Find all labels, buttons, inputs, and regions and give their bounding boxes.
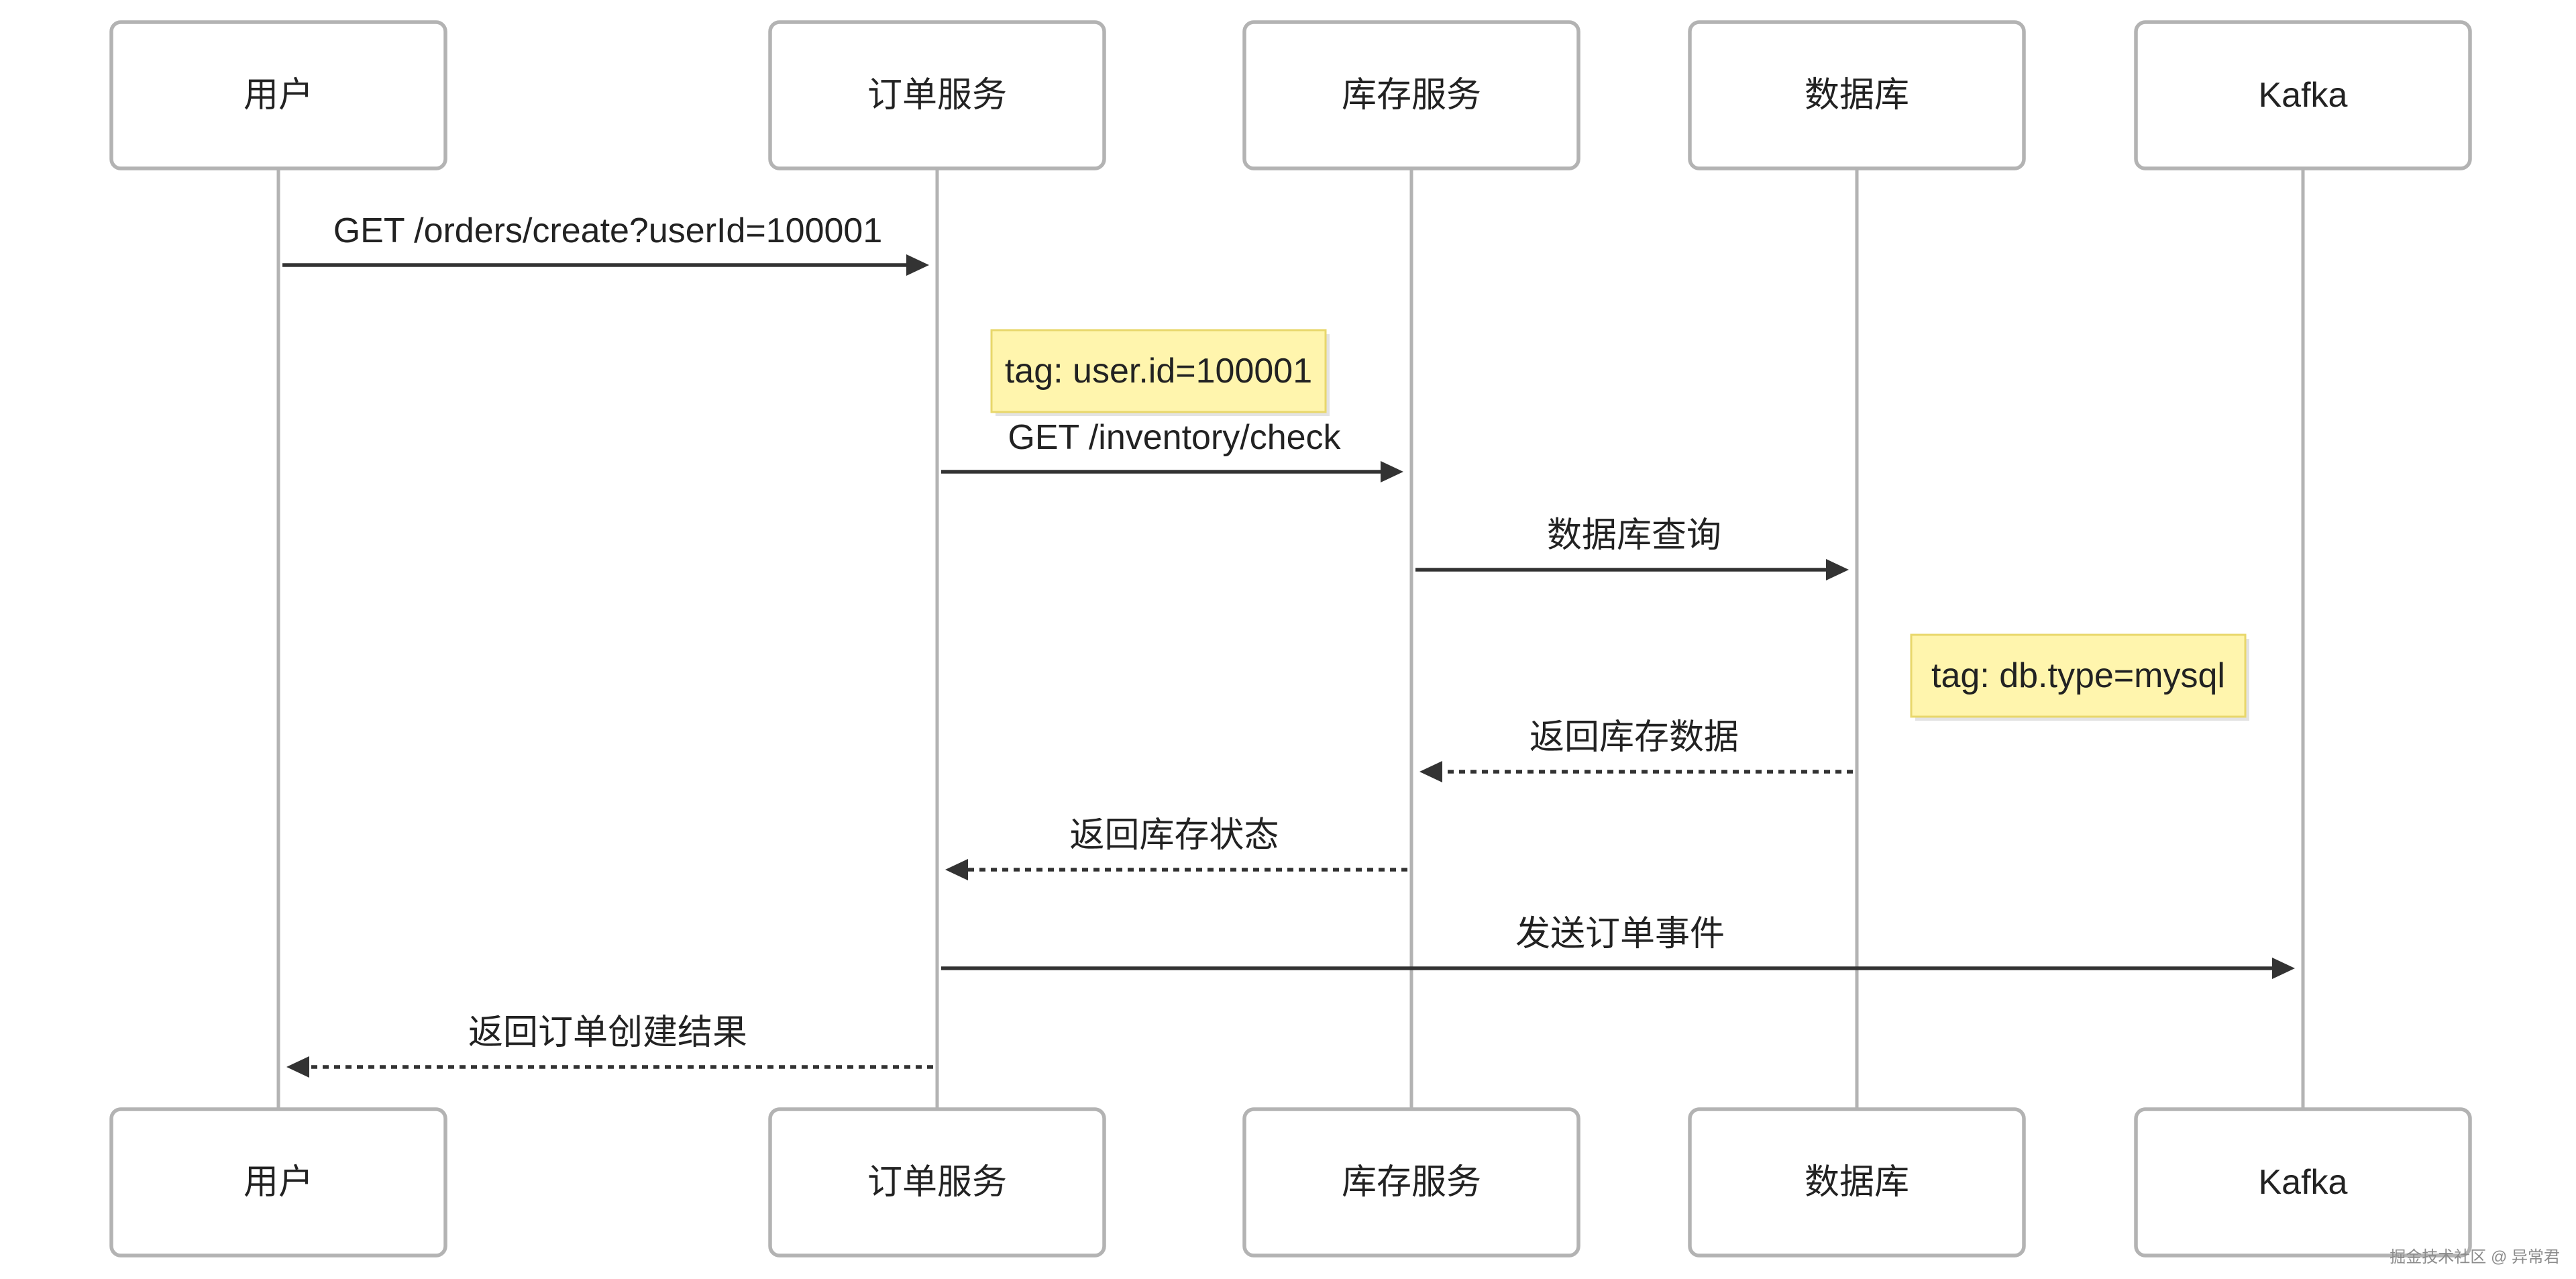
participant-box bbox=[1242, 20, 1580, 170]
message-3: 数据库查询 bbox=[1415, 516, 1849, 580]
participant-order-bottom: 订单服务 bbox=[768, 1107, 1106, 1258]
participant-label: Kafka bbox=[2259, 1163, 2348, 1202]
participant-label: 数据库 bbox=[1805, 1163, 1909, 1202]
message-label: GET /inventory/check bbox=[1008, 418, 1341, 457]
participant-db-top: 数据库 bbox=[1688, 20, 2026, 170]
watermark: 掘金技术社区 @ 异常君 bbox=[2390, 1248, 2560, 1266]
participant-box bbox=[2134, 20, 2472, 170]
participant-box bbox=[768, 20, 1106, 170]
participant-order-top: 订单服务 bbox=[768, 20, 1106, 170]
participant-kafka-bottom: Kafka bbox=[2134, 1107, 2472, 1258]
message-1: GET /orders/create?userId=100001 bbox=[282, 211, 929, 276]
message-7: 返回订单创建结果 bbox=[286, 1013, 933, 1078]
participant-box bbox=[2134, 1107, 2472, 1258]
participant-user-top: 用户 bbox=[109, 20, 447, 170]
participant-label: 数据库 bbox=[1805, 76, 1909, 115]
message-5: 返回库存状态 bbox=[945, 816, 1407, 880]
participant-box bbox=[109, 20, 447, 170]
participant-label: 订单服务 bbox=[867, 1163, 1007, 1202]
participant-inventory-bottom: 库存服务 bbox=[1242, 1107, 1580, 1258]
message-label: 返回订单创建结果 bbox=[468, 1013, 747, 1052]
participant-box bbox=[768, 1107, 1106, 1258]
participant-box bbox=[1688, 1107, 2026, 1258]
arrowhead-icon bbox=[286, 1056, 309, 1078]
arrowhead-icon bbox=[1419, 761, 1442, 782]
participant-label: 库存服务 bbox=[1342, 76, 1481, 115]
participant-inventory-top: 库存服务 bbox=[1242, 20, 1580, 170]
arrowhead-icon bbox=[1826, 559, 1849, 580]
arrowhead-icon bbox=[1381, 461, 1403, 482]
message-4: 返回库存数据 bbox=[1419, 718, 1853, 782]
message-label: 数据库查询 bbox=[1547, 516, 1721, 555]
arrowhead-icon bbox=[906, 254, 929, 276]
message-6: 发送订单事件 bbox=[941, 915, 2295, 979]
message-2: GET /inventory/check bbox=[941, 418, 1403, 482]
note-label: tag: user.id=100001 bbox=[1005, 352, 1312, 391]
participant-label: 用户 bbox=[244, 76, 313, 115]
participant-user-bottom: 用户 bbox=[109, 1107, 447, 1258]
message-label: 返回库存状态 bbox=[1069, 816, 1279, 855]
note-box bbox=[1910, 633, 2247, 718]
message-label: GET /orders/create?userId=100001 bbox=[333, 211, 883, 250]
arrowhead-icon bbox=[945, 859, 968, 880]
participant-box bbox=[1242, 1107, 1580, 1258]
message-label: 返回库存数据 bbox=[1529, 718, 1739, 757]
participant-kafka-top: Kafka bbox=[2134, 20, 2472, 170]
participant-label: 库存服务 bbox=[1342, 1163, 1481, 1202]
note-db: tag: db.type=mysql bbox=[1910, 633, 2249, 721]
note-order: tag: user.id=100001 bbox=[990, 329, 1330, 416]
arrowhead-icon bbox=[2272, 958, 2295, 979]
participant-box bbox=[1688, 20, 2026, 170]
participant-box bbox=[109, 1107, 447, 1258]
participant-label: 订单服务 bbox=[867, 76, 1007, 115]
message-label: 发送订单事件 bbox=[1515, 915, 1725, 954]
note-label: tag: db.type=mysql bbox=[1931, 656, 2225, 695]
participant-label: Kafka bbox=[2259, 76, 2348, 115]
participant-db-bottom: 数据库 bbox=[1688, 1107, 2026, 1258]
participant-label: 用户 bbox=[244, 1163, 313, 1202]
note-box bbox=[990, 329, 1327, 413]
